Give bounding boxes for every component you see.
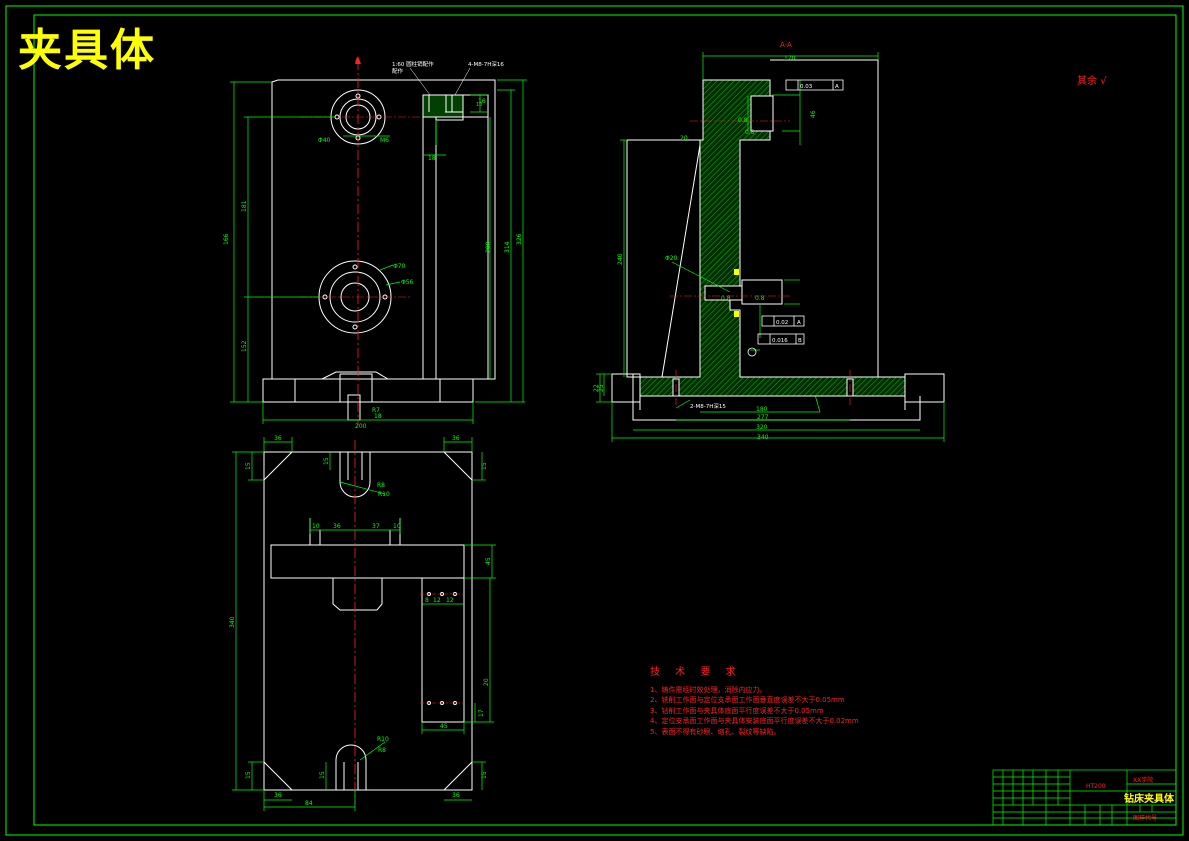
svg-text:15: 15: [245, 771, 252, 779]
svg-text:R10: R10: [377, 736, 389, 743]
svg-text:36: 36: [452, 792, 460, 799]
rough-label: 其余: [1077, 76, 1097, 87]
svg-text:20: 20: [483, 678, 490, 686]
tech-item: 5、表面不得有砂眼、缩孔、裂纹等缺陷。: [650, 727, 781, 736]
svg-text:10: 10: [312, 523, 320, 530]
front-notes: 1:60 圆柱销配作 配作 4-M8-7H深16: [392, 60, 504, 75]
title-block-material: HT200: [1086, 783, 1106, 790]
svg-text:15: 15: [481, 771, 488, 779]
svg-text:36: 36: [274, 792, 282, 799]
svg-text:Φ20: Φ20: [665, 255, 678, 262]
bottom-view: [263, 451, 473, 791]
svg-text:16: 16: [478, 98, 486, 105]
svg-text:0.8: 0.8: [738, 117, 748, 124]
svg-text:R7: R7: [372, 407, 380, 414]
svg-text:Φ56: Φ56: [401, 279, 414, 286]
title-block-grid: [992, 769, 1177, 826]
tech-item: 1、铸件需经时效处理，消除内应力。: [650, 685, 767, 694]
svg-text:18: 18: [374, 413, 382, 420]
svg-text:170: 170: [784, 55, 796, 62]
svg-text:25: 25: [598, 384, 605, 392]
svg-text:12: 12: [446, 597, 454, 604]
front-view: [262, 79, 496, 421]
svg-text:152: 152: [241, 340, 248, 352]
surface-finish-icon: √: [1100, 76, 1107, 87]
front-dimensions: [230, 79, 527, 424]
section-view: [611, 59, 945, 421]
svg-text:181: 181: [241, 200, 248, 212]
svg-text:Φ70: Φ70: [393, 263, 406, 270]
svg-text:B: B: [798, 338, 802, 344]
tech-item: 4、定位支承面工作面与夹具体安装底面平行度误差不大于0.02mm: [650, 717, 859, 725]
svg-text:15: 15: [319, 771, 326, 779]
svg-text:0.016: 0.016: [772, 338, 788, 344]
title-block-part-name: 钻床夹具体: [1124, 794, 1174, 805]
svg-text:1:60 圆柱销配作: 1:60 圆柱销配作: [392, 60, 434, 68]
tech-requirements: 技 术 要 求 1、铸件需经时效处理，消除内应力。 2、铣削工作面与定位支承面工…: [650, 667, 859, 737]
svg-text:0.8: 0.8: [755, 295, 765, 302]
svg-text:15: 15: [245, 462, 252, 470]
svg-text:340: 340: [229, 616, 236, 628]
svg-text:22: 22: [593, 384, 600, 392]
page-title: 夹具体: [18, 25, 156, 76]
svg-text:A: A: [835, 84, 839, 90]
svg-text:45: 45: [440, 723, 448, 730]
svg-text:277: 277: [757, 414, 769, 421]
svg-text:37: 37: [372, 523, 380, 530]
rough-note: 其余 √: [1077, 72, 1107, 87]
tech-item: 3、钻削工作面与夹具体底面平行度误差不大于0.05mm: [650, 706, 824, 715]
svg-text:180: 180: [756, 406, 768, 413]
svg-text:0.03: 0.03: [800, 84, 813, 90]
svg-text:R10: R10: [378, 491, 390, 498]
svg-text:326: 326: [516, 233, 523, 245]
svg-text:2-M8-7H深15: 2-M8-7H深15: [690, 402, 726, 410]
svg-text:200: 200: [355, 423, 367, 430]
tech-item: 2、铣削工作面与定位支承面工作面垂直度误差不大于0.05mm: [650, 696, 845, 704]
svg-text:20: 20: [680, 135, 688, 142]
title-block-school: XX学院: [1133, 777, 1154, 784]
svg-text:17: 17: [478, 709, 485, 717]
svg-text:200: 200: [485, 241, 492, 253]
svg-text:46: 46: [810, 110, 817, 118]
svg-text:36: 36: [333, 523, 341, 530]
bottom-dimensions: [232, 437, 496, 811]
svg-text:18: 18: [428, 155, 436, 162]
inner-frame: [33, 14, 1177, 826]
svg-text:36: 36: [452, 435, 460, 442]
tech-heading: 技 术 要 求: [650, 667, 742, 678]
svg-text:配作: 配作: [392, 67, 404, 75]
svg-text:0.02: 0.02: [776, 320, 788, 326]
svg-text:8: 8: [425, 597, 429, 604]
svg-text:15: 15: [323, 457, 330, 465]
svg-text:240: 240: [617, 253, 624, 265]
svg-text:10: 10: [476, 102, 482, 108]
section-label: A-A: [780, 41, 792, 49]
svg-text:36: 36: [274, 435, 282, 442]
svg-text:320: 320: [756, 424, 768, 431]
svg-text:15: 15: [481, 462, 488, 470]
svg-text:R8: R8: [378, 747, 386, 754]
title-block-drawing-no: 图样代号: [1133, 815, 1158, 822]
svg-text:0.8: 0.8: [721, 295, 731, 302]
section-gdt: [747, 79, 844, 357]
svg-text:340: 340: [757, 434, 769, 441]
svg-text:4-M8-7H深16: 4-M8-7H深16: [468, 60, 504, 68]
svg-text:10: 10: [393, 523, 401, 530]
svg-text:166: 166: [223, 233, 230, 245]
svg-text:314: 314: [504, 241, 511, 253]
svg-text:84: 84: [305, 800, 313, 807]
svg-text:0.8: 0.8: [745, 129, 755, 136]
svg-text:A: A: [797, 320, 801, 326]
outer-frame: [5, 5, 1184, 836]
bottom-dim-text: 36 36 15 15 340 15 15 36 36 84 10 36 37 …: [229, 435, 492, 807]
svg-text:Φ40: Φ40: [318, 137, 331, 144]
section-dim-text: 170 240 22 25 180 277 320 340 20 Φ20 0.8…: [593, 55, 817, 441]
section-dimensions: [596, 52, 945, 442]
svg-text:45: 45: [485, 557, 492, 565]
svg-text:R8: R8: [377, 482, 385, 489]
svg-text:12: 12: [433, 597, 441, 604]
svg-text:M6: M6: [380, 137, 389, 144]
front-dim-text: 166 181 152 200 314 326 18 16 10 Φ40 M6 …: [223, 98, 523, 430]
